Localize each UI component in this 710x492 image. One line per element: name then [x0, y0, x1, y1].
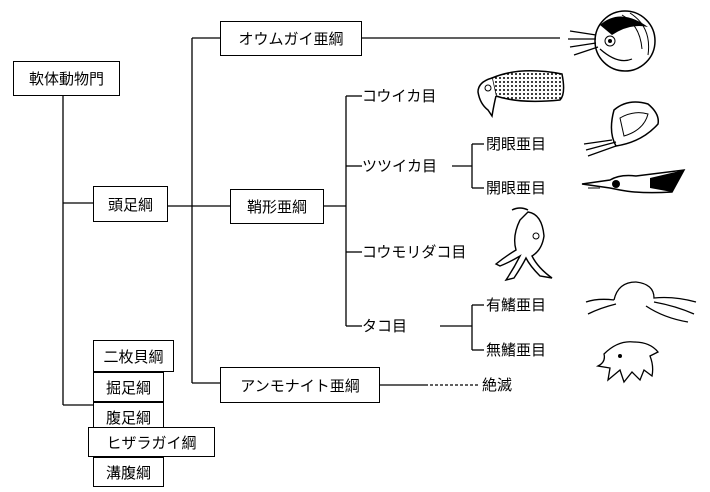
cuttlefish-icon [477, 70, 565, 118]
suborder-label-oegopsida: 開眼亜目 [486, 179, 547, 197]
class-box-polyplacophora: ヒザラガイ綱 [88, 427, 215, 457]
incirrate-octopus-icon [595, 341, 660, 384]
class-label: 二枚貝綱 [103, 347, 164, 366]
class-box-scaphopoda: 掘足綱 [93, 372, 164, 402]
class-label: 掘足綱 [105, 378, 151, 397]
class-box-solenogastres: 溝腹綱 [93, 457, 164, 487]
subclass-box-ammonoidea: アンモナイト亜綱 [220, 367, 380, 403]
class-box-bivalvia: 二枚貝綱 [93, 340, 174, 372]
subclass-label: アンモナイト亜綱 [240, 376, 360, 395]
subclass-box-coleoidea: 鞘形亜綱 [230, 189, 324, 224]
order-label-vampyromorphida: コウモリダコ目 [362, 243, 467, 261]
order-label-octopoda: タコ目 [362, 317, 408, 335]
suborder-label-incirrata: 無鰭亜目 [486, 341, 547, 359]
phylum-label: 軟体動物門 [28, 70, 104, 88]
cephalopoda-box: 頭足綱 [93, 186, 168, 222]
cephalopoda-label: 頭足綱 [107, 195, 153, 214]
suborder-label-myopsida: 閉眼亜目 [486, 135, 547, 153]
subclass-label: オウムガイ亜綱 [238, 30, 344, 48]
myopsid-squid-icon [583, 101, 660, 157]
subclass-label: 鞘形亜綱 [246, 198, 307, 216]
class-label: 腹足綱 [105, 408, 151, 427]
order-label-teuthida: ツツイカ目 [362, 157, 438, 175]
oegopsid-squid-icon [581, 169, 686, 194]
class-label: ヒザラガイ綱 [106, 433, 197, 452]
class-label: 溝腹綱 [105, 463, 151, 482]
order-label-sepiida: コウイカ目 [362, 87, 437, 105]
vampire-squid-icon [494, 207, 553, 282]
subclass-box-nautiloidea: オウムガイ亜綱 [220, 21, 362, 56]
suborder-label-cirrata: 有鰭亜目 [486, 296, 547, 314]
nautilus-icon [568, 10, 656, 72]
phylum-box: 軟体動物門 [13, 61, 120, 96]
cirrate-octopus-icon [585, 281, 697, 323]
extinct-label: 絶滅 [482, 376, 513, 394]
